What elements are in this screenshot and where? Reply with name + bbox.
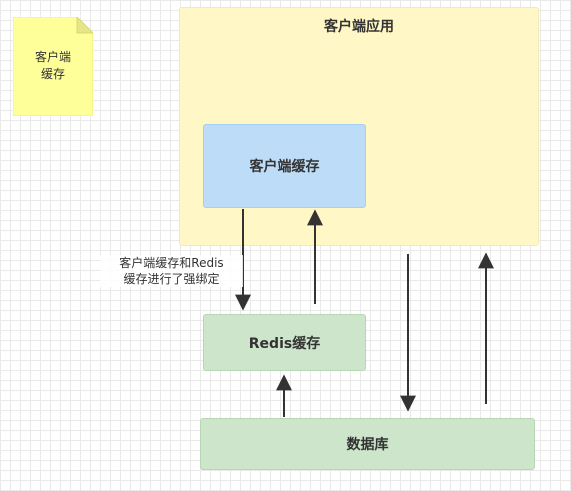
sticky-note-fold [76,17,93,34]
client-cache-label: 客户端缓存 [249,159,320,175]
client-cache-box: 客户端缓存 [203,124,366,208]
database-label: 数据库 [346,437,389,453]
sticky-note [13,17,93,116]
binding-note-label: 客户端缓存和Redis 缓存进行了强绑定 [100,255,243,287]
sticky-note-text: 客户端 缓存 [34,50,71,81]
database-box: 数据库 [200,418,535,470]
redis-cache-label: Redis缓存 [248,335,321,352]
sticky-note-shape [13,17,93,116]
redis-cache-box: Redis缓存 [203,314,366,371]
client-app-title: 客户端应用 [324,19,394,35]
